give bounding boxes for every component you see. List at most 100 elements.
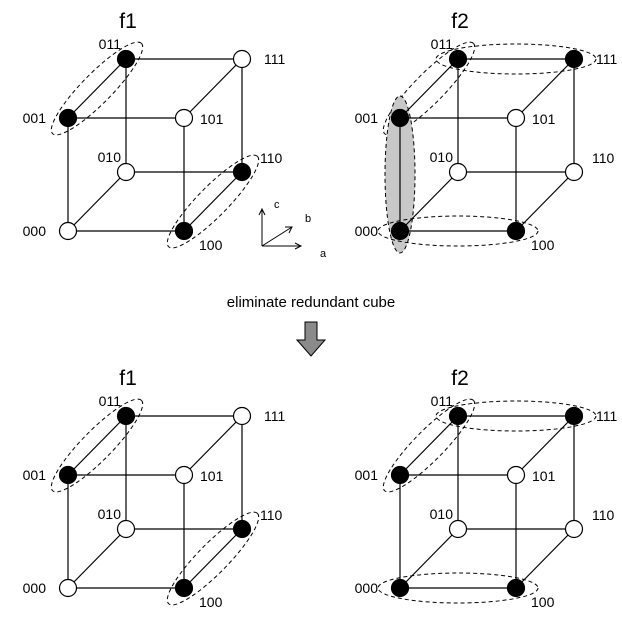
down-arrow-icon (295, 321, 327, 357)
vertex-011-filled (448, 49, 468, 69)
vertex-010-empty (116, 519, 136, 539)
vertex-010-empty (448, 162, 468, 182)
cube-edge (399, 528, 459, 589)
cube-edge (515, 528, 575, 589)
vertex-111-empty (232, 49, 252, 69)
vertex-label-000: 000 (355, 223, 379, 239)
vertex-label-000: 000 (355, 580, 379, 596)
panel-title: f1 (119, 10, 137, 33)
vertex-label-010: 010 (98, 149, 122, 165)
cube-group (166, 511, 260, 606)
axis-b-arrow-head (285, 226, 293, 234)
cube-group (50, 41, 144, 136)
axis-b-label: b (305, 213, 311, 225)
vertex-111-empty (232, 406, 252, 426)
vertex-label-000: 000 (23, 223, 47, 239)
cube-edge (515, 415, 575, 476)
vertex-label-111: 111 (264, 51, 285, 67)
vertex-100-filled (174, 578, 194, 598)
cube-group (166, 154, 260, 249)
vertex-000-filled (390, 221, 410, 241)
cube-edge (67, 528, 127, 589)
vertex-label-011: 011 (431, 36, 454, 52)
axis-a-arrow-head (294, 242, 303, 250)
vertex-001-filled (390, 108, 410, 128)
vertex-label-011: 011 (99, 36, 122, 52)
vertex-000-empty (58, 221, 78, 241)
vertex-label-110: 110 (260, 150, 283, 166)
axis-c-label: c (274, 199, 280, 211)
cube-edge (67, 58, 127, 119)
vertex-001-filled (58, 465, 78, 485)
cube-group (435, 43, 597, 75)
vertex-000-empty (58, 578, 78, 598)
panel-title: f2 (451, 367, 469, 390)
vertex-label-011: 011 (99, 393, 122, 409)
axis-b-arrow (261, 226, 293, 247)
cube-edge (183, 171, 243, 232)
vertex-101-empty (174, 108, 194, 128)
cube-group (382, 41, 476, 136)
cube-edge (183, 58, 243, 119)
vertex-label-010: 010 (98, 506, 122, 522)
caption-text: eliminate redundant cube (227, 294, 395, 311)
vertex-010-empty (116, 162, 136, 182)
vertex-label-000: 000 (23, 580, 47, 596)
vertex-111-filled (564, 49, 584, 69)
vertex-101-empty (174, 465, 194, 485)
vertex-101-empty (506, 108, 526, 128)
vertex-label-101: 101 (200, 468, 224, 484)
cube-edge (399, 171, 459, 232)
vertex-100-filled (506, 578, 526, 598)
vertex-label-110: 110 (592, 150, 615, 166)
cube-group (377, 572, 539, 604)
vertex-label-100: 100 (531, 594, 555, 610)
cube-panel-4: 000 001 010 011 100 101 110 111 f2 (355, 367, 618, 610)
vertex-label-001: 001 (355, 110, 379, 126)
vertex-101-empty (506, 465, 526, 485)
vertex-label-101: 101 (200, 111, 224, 127)
vertex-label-101: 101 (532, 468, 556, 484)
vertex-label-111: 111 (596, 408, 617, 424)
cube-edge (183, 528, 243, 589)
vertex-001-filled (58, 108, 78, 128)
vertex-label-100: 100 (531, 237, 555, 253)
vertex-110-filled (232, 519, 252, 539)
vertex-label-100: 100 (199, 594, 223, 610)
cube-panels: 000 001 010 011 100 101 110 111 f1 000 001 010 011 10… (23, 10, 618, 610)
cube-edge (67, 415, 127, 476)
vertex-label-111: 111 (264, 408, 285, 424)
vertex-110-filled (232, 162, 252, 182)
vertex-label-010: 010 (430, 149, 454, 165)
cube-edge (399, 415, 459, 476)
vertex-label-001: 001 (23, 110, 47, 126)
vertex-label-011: 011 (431, 393, 454, 409)
vertex-label-001: 001 (355, 467, 379, 483)
vertex-011-filled (116, 406, 136, 426)
vertex-010-empty (448, 519, 468, 539)
vertex-label-001: 001 (23, 467, 47, 483)
cube-panel-1: 000 001 010 011 100 101 110 111 f1 (23, 10, 286, 253)
vertex-011-filled (116, 49, 136, 69)
cube-edge (67, 171, 127, 232)
vertex-label-110: 110 (260, 507, 283, 523)
cube-group (435, 400, 597, 432)
vertex-100-filled (506, 221, 526, 241)
vertex-100-filled (174, 221, 194, 241)
cube-group (50, 398, 144, 493)
cube-edge (515, 171, 575, 232)
cube-edge (399, 58, 459, 119)
vertex-label-010: 010 (430, 506, 454, 522)
vertex-label-110: 110 (592, 507, 615, 523)
vertex-110-empty (564, 162, 584, 182)
cube-edge (183, 415, 243, 476)
vertex-label-101: 101 (532, 111, 556, 127)
vertex-label-111: 111 (596, 51, 617, 67)
cube-group (382, 398, 476, 493)
vertex-label-100: 100 (199, 237, 223, 253)
cube-edge (515, 58, 575, 119)
vertex-011-filled (448, 406, 468, 426)
